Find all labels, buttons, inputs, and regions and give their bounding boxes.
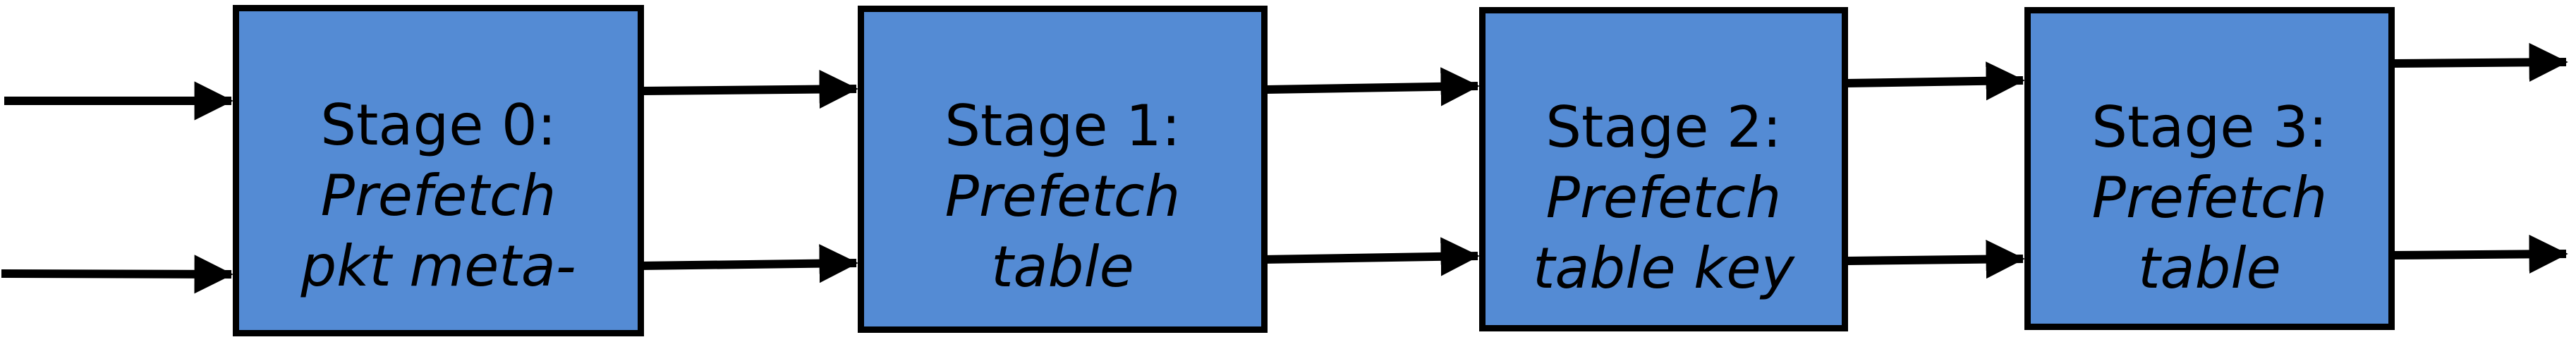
output-arrow-top xyxy=(2393,42,2568,83)
stage-1-title: Stage 1: xyxy=(944,93,1181,159)
stage-2-title: Stage 2: xyxy=(1545,94,1782,160)
stage0-to-stage1-top xyxy=(642,69,858,109)
stage2-to-stage3-top xyxy=(1846,61,2025,101)
stage-3-title: Stage 3: xyxy=(2091,94,2328,160)
stage-2-subtitle-line-1: Prefetch xyxy=(1545,165,1782,231)
stage-box-3: Stage 3: Prefetch table xyxy=(2024,7,2395,330)
stage-0-subtitle-line-2: pkt meta- xyxy=(300,233,576,299)
stage0-to-stage1-bottom xyxy=(638,244,858,283)
stage-0-title: Stage 0: xyxy=(320,92,557,158)
stage-0-subtitle-line-1: Prefetch xyxy=(320,163,557,228)
stage-1-subtitle-line-1: Prefetch xyxy=(944,164,1181,229)
stage-box-0: Stage 0: Prefetch pkt meta- xyxy=(233,5,644,336)
stage-box-1: Stage 1: Prefetch table xyxy=(858,6,1268,333)
stage1-to-stage2-bottom xyxy=(1261,237,1480,276)
stage-1-subtitle-line-2: table xyxy=(991,234,1134,300)
stage2-to-stage3-bottom xyxy=(1846,240,2025,279)
output-arrow-bottom xyxy=(2393,234,2568,274)
stage-3-subtitle-line-1: Prefetch xyxy=(2091,165,2328,231)
stage-2-subtitle-line-2: table key xyxy=(1533,236,1794,301)
stage-box-2: Stage 2: Prefetch table key xyxy=(1479,7,1848,331)
stage-3-subtitle-line-2: table xyxy=(2138,236,2281,301)
stage1-to-stage2-top xyxy=(1265,67,1480,106)
